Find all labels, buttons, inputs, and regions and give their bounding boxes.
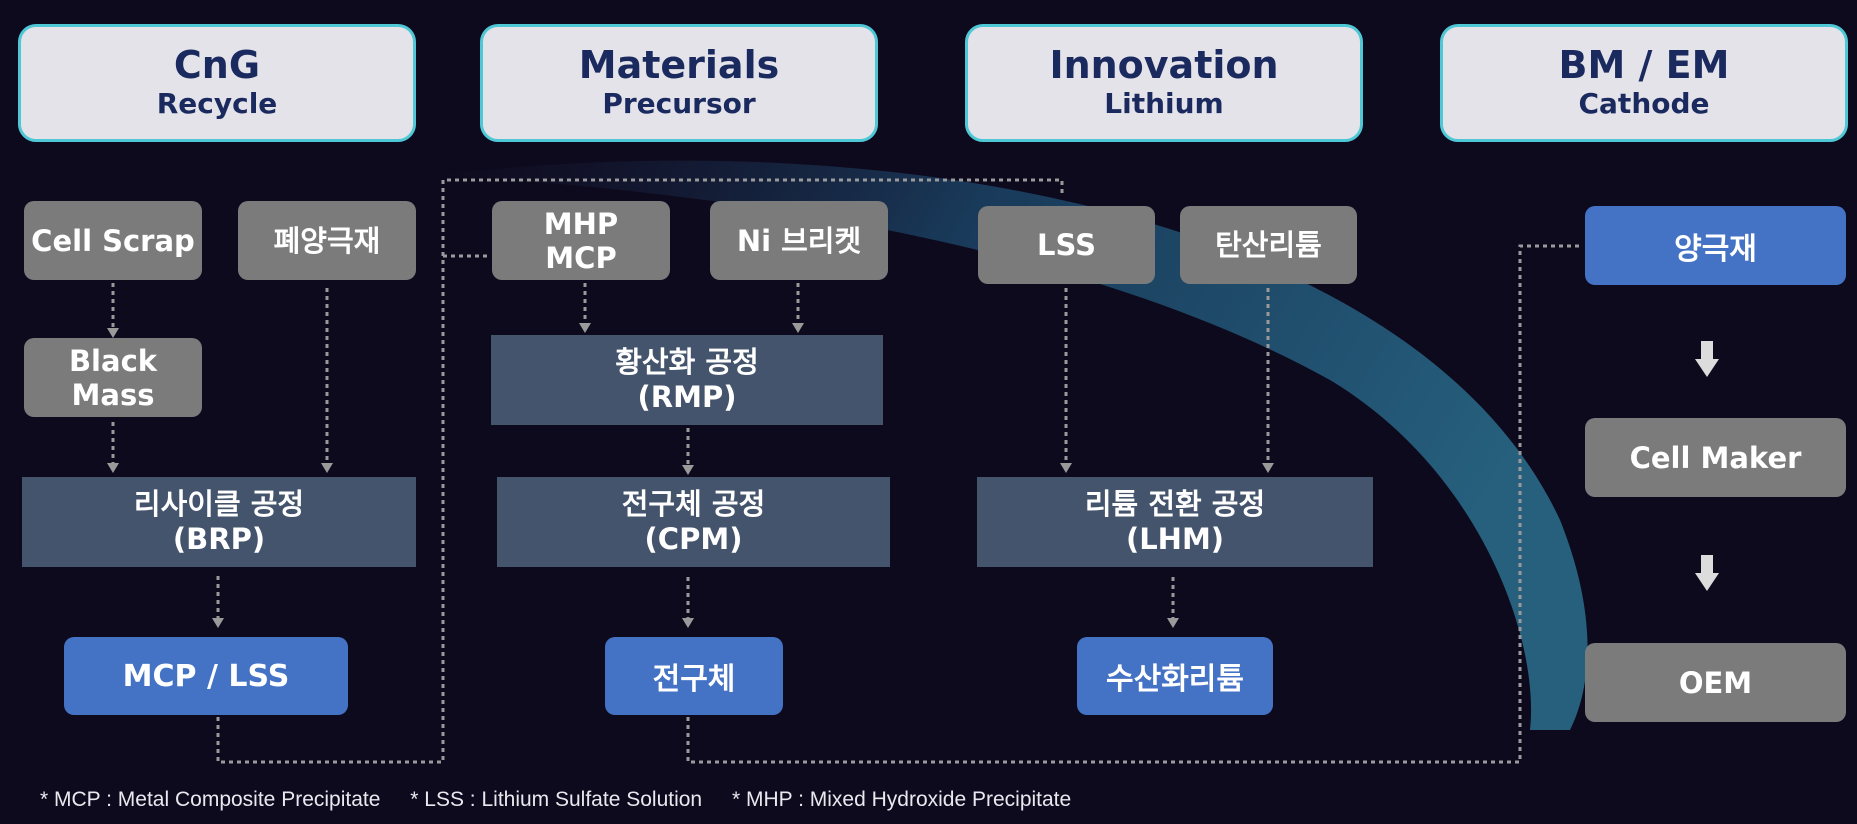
lithium-hydroxide-output-box: 수산화리튬 xyxy=(1077,637,1273,715)
cathode-material-box: 양극재 xyxy=(1585,206,1846,285)
header-subtitle: Recycle xyxy=(156,87,278,120)
precursor-output-label: 전구체 xyxy=(652,662,736,697)
lithium-conversion-process-code: (LHM) xyxy=(1125,522,1225,556)
precursor-process-box: 전구체 공정 (CPM) xyxy=(497,477,890,567)
cell-scrap-box: Cell Scrap xyxy=(24,201,202,280)
oem-box: OEM xyxy=(1585,643,1846,722)
precursor-process-name: 전구체 공정 xyxy=(621,487,766,521)
cathode-material-label: 양극재 xyxy=(1674,231,1757,267)
lss-label: LSS xyxy=(1037,228,1096,262)
sulfation-process-box: 황산화 공정 (RMP) xyxy=(491,335,883,425)
ni-briquette-label: Ni 브리켓 xyxy=(736,223,862,258)
lithium-conversion-process-name: 리튬 전환 공정 xyxy=(1084,487,1266,521)
lss-box: LSS xyxy=(978,206,1155,284)
cell-maker-box: Cell Maker xyxy=(1585,418,1846,497)
header-subtitle: Lithium xyxy=(1104,87,1224,120)
cell-maker-label: Cell Maker xyxy=(1629,440,1802,475)
mhp-label: MHP xyxy=(543,206,619,241)
mcp-lss-label: MCP / LSS xyxy=(122,658,290,694)
waste-electrode-label: 폐양극재 xyxy=(273,223,381,258)
down-arrow-icon xyxy=(1695,555,1719,599)
precursor-process-code: (CPM) xyxy=(644,522,743,556)
header-title: BM / EM xyxy=(1558,43,1730,87)
header-subtitle: Cathode xyxy=(1578,87,1710,120)
footnote-mhp: * MHP : Mixed Hydroxide Precipitate xyxy=(731,788,1072,811)
down-arrow-icon xyxy=(1695,341,1719,385)
lithium-carbonate-label: 탄산리튬 xyxy=(1215,228,1322,262)
mhp-mcp-box: MHP MCP xyxy=(492,201,670,280)
sulfation-process-code: (RMP) xyxy=(637,380,737,414)
lithium-carbonate-box: 탄산리튬 xyxy=(1180,206,1357,284)
mcp-lss-output-box: MCP / LSS xyxy=(64,637,348,715)
header-bm-em-cathode: BM / EM Cathode xyxy=(1440,24,1848,142)
precursor-output-box: 전구체 xyxy=(605,637,783,715)
oem-label: OEM xyxy=(1678,665,1753,700)
lithium-conversion-process-box: 리튬 전환 공정 (LHM) xyxy=(977,477,1373,567)
footnote-lss: * LSS : Lithium Sulfate Solution xyxy=(410,788,703,811)
mcp-label: MCP xyxy=(545,240,617,275)
header-title: Materials xyxy=(578,43,780,87)
header-cng-recycle: CnG Recycle xyxy=(18,24,416,142)
footnote: * MCP : Metal Composite Precipitate * LS… xyxy=(40,788,1095,812)
cell-scrap-label: Cell Scrap xyxy=(31,223,195,258)
ni-briquette-box: Ni 브리켓 xyxy=(710,201,888,280)
footnote-mcp: * MCP : Metal Composite Precipitate xyxy=(40,788,381,811)
sulfation-process-name: 황산화 공정 xyxy=(615,345,759,379)
recycle-process-name: 리사이클 공정 xyxy=(133,487,305,521)
waste-electrode-box: 폐양극재 xyxy=(238,201,416,280)
header-title: CnG xyxy=(173,43,261,87)
recycle-process-code: (BRP) xyxy=(172,522,266,556)
header-title: Innovation xyxy=(1049,43,1279,87)
lithium-hydroxide-label: 수산화리튬 xyxy=(1106,662,1244,697)
black-mass-label: Black Mass xyxy=(68,343,158,412)
header-materials-precursor: Materials Precursor xyxy=(480,24,878,142)
black-mass-box: Black Mass xyxy=(24,338,202,417)
header-innovation-lithium: Innovation Lithium xyxy=(965,24,1363,142)
recycle-process-box: 리사이클 공정 (BRP) xyxy=(22,477,416,567)
header-subtitle: Precursor xyxy=(602,87,756,120)
